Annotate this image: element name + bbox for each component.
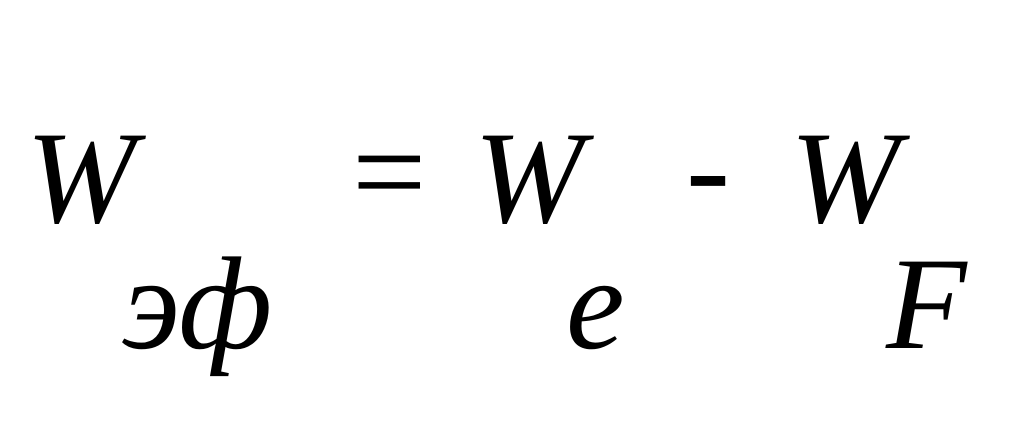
equals-sign: =: [352, 98, 427, 245]
lhs-symbol: W: [26, 104, 136, 251]
lhs-subscript: эф: [122, 230, 273, 377]
minus-sign: -: [686, 94, 730, 241]
term1-symbol: W: [474, 104, 584, 251]
term2-subscript: F: [886, 230, 967, 377]
term1-subscript: e: [566, 230, 625, 377]
term2-symbol: W: [790, 104, 900, 251]
